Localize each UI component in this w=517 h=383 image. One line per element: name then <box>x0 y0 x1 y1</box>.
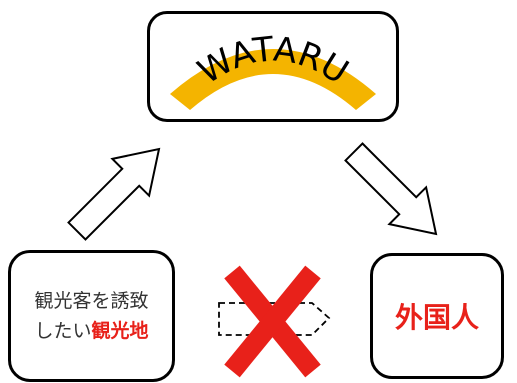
logo-band <box>170 49 376 110</box>
left-box-line-1: 観光客を誘致 <box>34 290 149 312</box>
left-box-line-2-prefix: したい <box>34 320 92 342</box>
wataru-logo: WATARU <box>170 29 376 110</box>
logo-text: WATARU <box>191 29 355 92</box>
cross-icon <box>224 265 321 378</box>
wataru-box: WATARU <box>147 11 399 122</box>
up-right-arrow-icon <box>67 147 161 241</box>
left-box-line-2: したい観光地 <box>34 316 148 346</box>
right-box-label: 外国人 <box>394 301 479 334</box>
tourist-destination-box: 観光客を誘致 したい観光地 <box>8 250 175 382</box>
down-right-arrow-icon <box>344 142 438 236</box>
foreigners-box: 外国人 <box>370 253 504 379</box>
left-box-highlight: 観光地 <box>91 320 149 342</box>
